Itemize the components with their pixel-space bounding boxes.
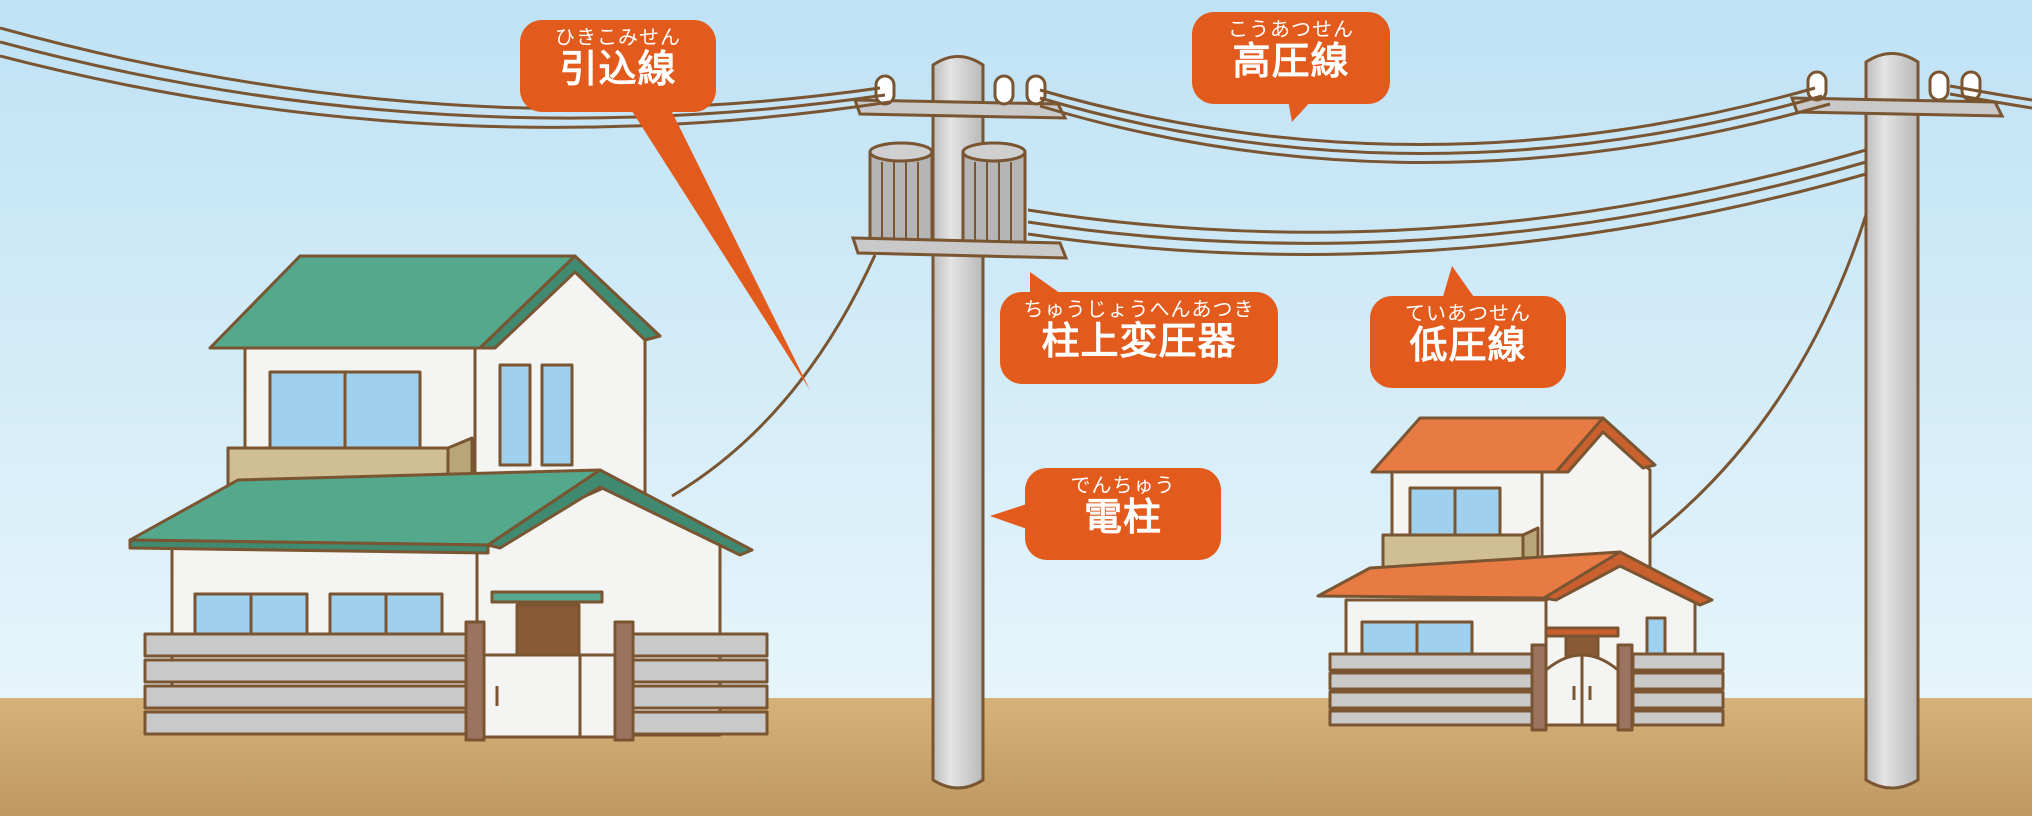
callout-shapes [520,12,1566,560]
pole-transformer [868,141,1027,246]
utility-pole-right [1789,52,2005,790]
callout-high-voltage-ruby: こうあつせん [1228,17,1354,41]
right-house [1316,416,1725,732]
callout-high-voltage-label: 高圧線 [1232,39,1350,83]
callout-transformer: ちゅうじょうへんあつき 柱上変圧器 [1000,298,1278,362]
low-voltage-wires [1027,148,1867,256]
left-house [128,254,769,742]
callout-utility-pole-label: 電柱 [1083,495,1162,539]
callout-utility-pole: でんちゅう 電柱 [1025,474,1221,538]
callout-low-voltage: ていあつせん 低圧線 [1370,302,1566,366]
callout-low-voltage-label: 低圧線 [1409,323,1527,367]
callout-transformer-ruby: ちゅうじょうへんあつき [1023,297,1255,321]
callout-service-drop-ruby: ひきこみせん [555,25,681,49]
callout-high-voltage: こうあつせん 高圧線 [1192,18,1390,82]
service-drop-wires [671,214,1868,540]
utility-pole-left [850,55,1069,790]
callout-utility-pole-ruby: でんちゅう [1070,473,1176,497]
callout-service-drop: ひきこみせん 引込線 [520,26,716,90]
high-voltage-wires [0,26,2032,164]
callout-service-drop-label: 引込線 [559,47,677,91]
callout-transformer-label: 柱上変圧器 [1041,319,1237,363]
callout-low-voltage-ruby: ていあつせん [1405,301,1531,325]
